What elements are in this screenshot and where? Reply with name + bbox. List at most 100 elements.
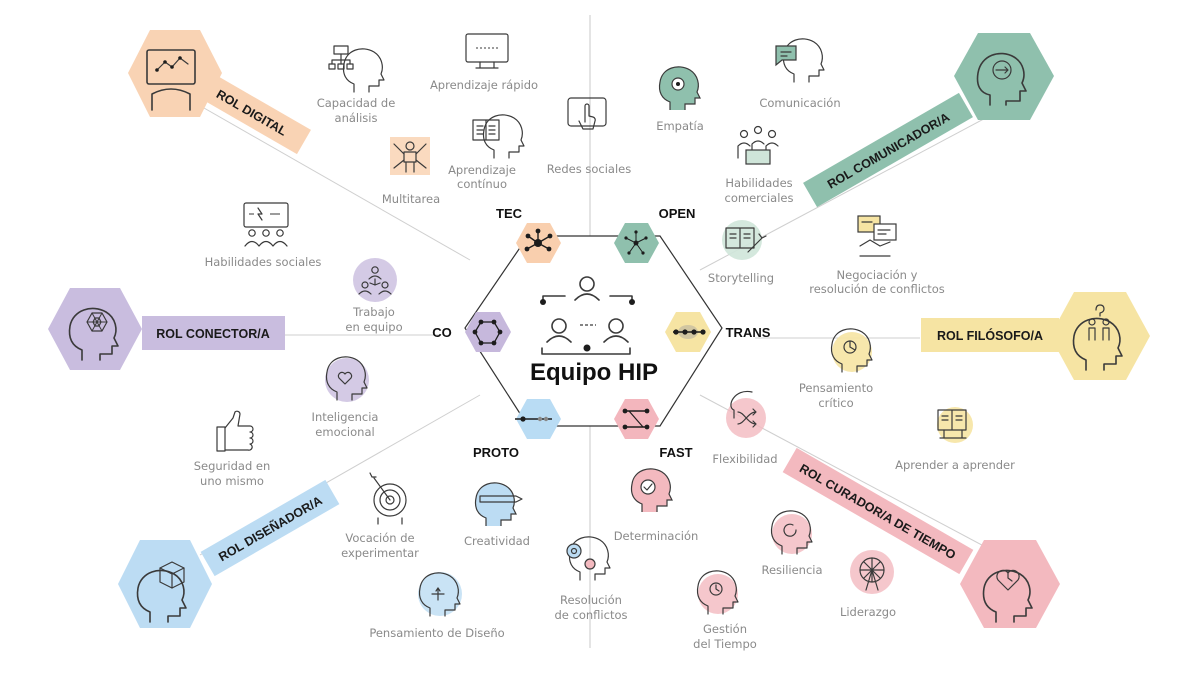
head-gears-icon: [566, 536, 611, 581]
skill-label-liderazgo: Liderazgo: [840, 605, 896, 619]
audience-icon: [243, 202, 289, 247]
skill-label-multitarea: Multitarea: [382, 192, 440, 206]
filosofo-role-hexagon: [1050, 292, 1150, 380]
skill-comunicacion: Comunicación: [759, 38, 841, 110]
ring-nodes-icon: [472, 319, 503, 346]
skill-label-aprendizaje-rapido: Aprendizaje rápido: [430, 78, 538, 92]
head-question-icon: [1072, 304, 1123, 371]
role-filosofo: ROL FILÓSOFO/A: [921, 292, 1150, 380]
head-clock-icon: [696, 570, 739, 615]
skill-label-comerciales-line1: Habilidades: [725, 176, 792, 190]
head-check-icon: [630, 468, 673, 512]
segment-label-proto: PROTO: [473, 445, 519, 460]
book-wand-icon: [722, 220, 767, 260]
comunicador-role-hexagon: [954, 33, 1054, 120]
skill-aprendizaje-continuo: Aprendizaje contínuo: [448, 114, 525, 191]
skill-resiliencia: Resiliencia: [761, 510, 823, 577]
head-heart-icon: [325, 356, 368, 401]
role-label-conector: ROL CONECTOR/A: [156, 327, 269, 341]
skill-label-aprender: Aprender a aprender: [895, 458, 1015, 472]
head-hierarchy-icon: [328, 45, 385, 93]
filosofo-role-banner: [921, 318, 1059, 352]
skill-label-gestion-line1: Gestión: [703, 622, 747, 636]
segment-co: CO: [432, 312, 511, 352]
skill-empatia: Empatía: [656, 66, 704, 133]
linked-dots-icon: [673, 325, 706, 339]
skill-aprender-aprender: Aprender a aprender: [895, 407, 1015, 472]
segment-tec: TEC: [496, 206, 561, 263]
skill-trabajo-equipo: Trabajo en equipo: [345, 258, 403, 334]
book-stand-icon: [937, 407, 973, 443]
skill-label-capacidad-line2: análisis: [335, 111, 378, 125]
skill-seguridad: Seguridad en uno mismo: [194, 410, 271, 488]
comunicador-role-banner: ROL COMUNICADOR/A: [803, 92, 973, 208]
segment-trans: TRANS: [665, 312, 771, 352]
head-speech-icon: [775, 38, 825, 83]
skill-label-seguridad-line1: Seguridad en: [194, 459, 271, 473]
skill-inteligencia-emocional: Inteligencia emocional: [312, 356, 378, 439]
segment-label-co: CO: [432, 325, 452, 340]
multitask-person-icon: [390, 137, 430, 175]
skill-label-determinacion: Determinación: [614, 529, 699, 543]
segment-open: OPEN: [614, 206, 695, 263]
monitor-head-icon: [146, 49, 196, 111]
skill-label-vocacion-line1: Vocación de: [345, 531, 414, 545]
head-arrows-icon: [976, 52, 1027, 106]
disenador-role-banner: ROL DISEÑADOR/A: [200, 479, 340, 577]
head-book-icon: [472, 114, 525, 159]
role-conector: ROL CONECTOR/A: [48, 288, 285, 370]
thumbs-up-icon: [216, 410, 254, 452]
skill-label-critico-line2: crítico: [818, 396, 853, 410]
skill-label-gestion-line2: del Tiempo: [693, 637, 757, 651]
head-web-icon: [68, 307, 119, 361]
team-network-icon: [540, 276, 635, 355]
head-cube-icon: [136, 561, 187, 623]
skill-label-vocacion-line2: experimentar: [341, 546, 419, 560]
head-compass-icon: [418, 572, 462, 617]
skill-label-comunicacion: Comunicación: [759, 96, 840, 110]
skill-label-resiliencia: Resiliencia: [761, 563, 822, 577]
target-icon: [369, 472, 407, 525]
segment-proto: PROTO: [473, 399, 561, 460]
role-label-curador: ROL CURADOR/A DE TIEMPO: [797, 461, 958, 562]
skill-habilidades-comerciales: Habilidades comerciales: [725, 125, 794, 205]
central-hexagon: Equipo HIP: [464, 235, 723, 427]
skill-label-empatia: Empatía: [656, 119, 704, 133]
skill-label-comerciales-line2: comerciales: [725, 191, 794, 205]
skill-label-negociacion-line2: resolución de conflictos: [809, 282, 945, 296]
role-curador: ROL CURADOR/A DE TIEMPO: [782, 447, 1060, 628]
skill-resolucion: Resolución de conflictos: [555, 536, 628, 622]
skill-label-flexibilidad: Flexibilidad: [712, 452, 777, 466]
meeting-icon: [737, 125, 779, 165]
line-dots-icon: [515, 416, 552, 422]
skill-label-continuo-line1: Aprendizaje: [448, 163, 516, 177]
process-flow-icon: [622, 408, 650, 430]
skill-label-storytelling: Storytelling: [708, 271, 774, 285]
curador-role-hexagon: [960, 540, 1060, 628]
skill-label-critico-line1: Pensamiento: [799, 381, 873, 395]
skill-label-negociacion-line1: Negociación y: [837, 268, 918, 282]
skill-negociacion: Negociación y resolución de conflictos: [809, 215, 945, 296]
head-gear-icon: [658, 66, 701, 110]
role-comunicador: ROL COMUNICADOR/A: [803, 33, 1054, 208]
segment-label-trans: TRANS: [726, 325, 771, 340]
segment-label-fast: FAST: [659, 445, 692, 460]
skill-label-redes-sociales: Redes sociales: [547, 162, 631, 176]
skill-liderazgo: Liderazgo: [840, 550, 896, 619]
skill-label-resolucion-line2: de conflictos: [555, 608, 628, 622]
role-label-comunicador: ROL COMUNICADOR/A: [825, 110, 952, 191]
skill-label-seguridad-line2: uno mismo: [200, 474, 264, 488]
role-label-filosofo: ROL FILÓSOFO/A: [937, 328, 1043, 343]
skill-label-trabajo-line2: en equipo: [345, 320, 402, 334]
skill-label-resolucion-line1: Resolución: [560, 593, 622, 607]
skill-aprendizaje-rapido: Aprendizaje rápido: [430, 33, 538, 92]
role-disenador: ROL DISEÑADOR/A: [118, 479, 340, 628]
conector-role-hexagon: [48, 288, 142, 370]
skill-label-trabajo-line1: Trabajo: [352, 305, 395, 319]
skill-label-pensamiento-diseno: Pensamiento de Diseño: [369, 626, 504, 640]
head-pie-icon: [830, 328, 873, 373]
skill-gestion-tiempo: Gestión del Tiempo: [693, 570, 757, 651]
monitor-icon: [465, 33, 509, 69]
